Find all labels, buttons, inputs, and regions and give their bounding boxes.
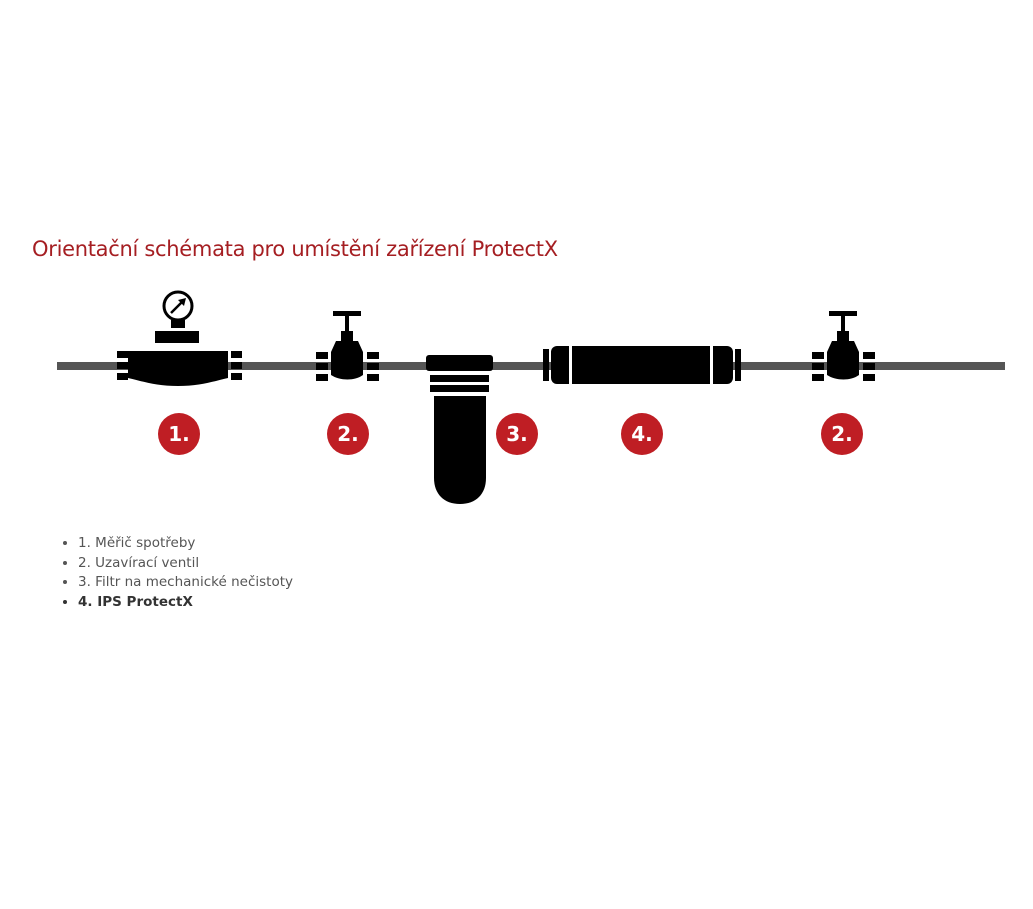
- legend-item: 4. IPS ProtectX: [78, 593, 293, 613]
- installation-diagram: [57, 290, 1005, 504]
- shutoff-valve-icon: [316, 311, 379, 381]
- legend-list: 1. Měřič spotřeby 2. Uzavírací ventil 3.…: [60, 534, 293, 612]
- page-title: Orientační schémata pro umístění zařízen…: [32, 237, 558, 261]
- water-meter-icon: [117, 290, 242, 386]
- component-badge-2: 2.: [327, 413, 369, 455]
- sediment-filter-icon: [426, 355, 493, 504]
- protectx-device-icon: [543, 346, 741, 384]
- legend-item: 2. Uzavírací ventil: [78, 554, 293, 574]
- legend-item: 1. Měřič spotřeby: [78, 534, 293, 554]
- component-badge-3: 3.: [496, 413, 538, 455]
- component-badge-1: 1.: [158, 413, 200, 455]
- legend-item: 3. Filtr na mechanické nečistoty: [78, 573, 293, 593]
- shutoff-valve-icon: [812, 311, 875, 381]
- component-badge-4: 4.: [621, 413, 663, 455]
- water-pipe: [57, 362, 1005, 370]
- component-badge-2-right: 2.: [821, 413, 863, 455]
